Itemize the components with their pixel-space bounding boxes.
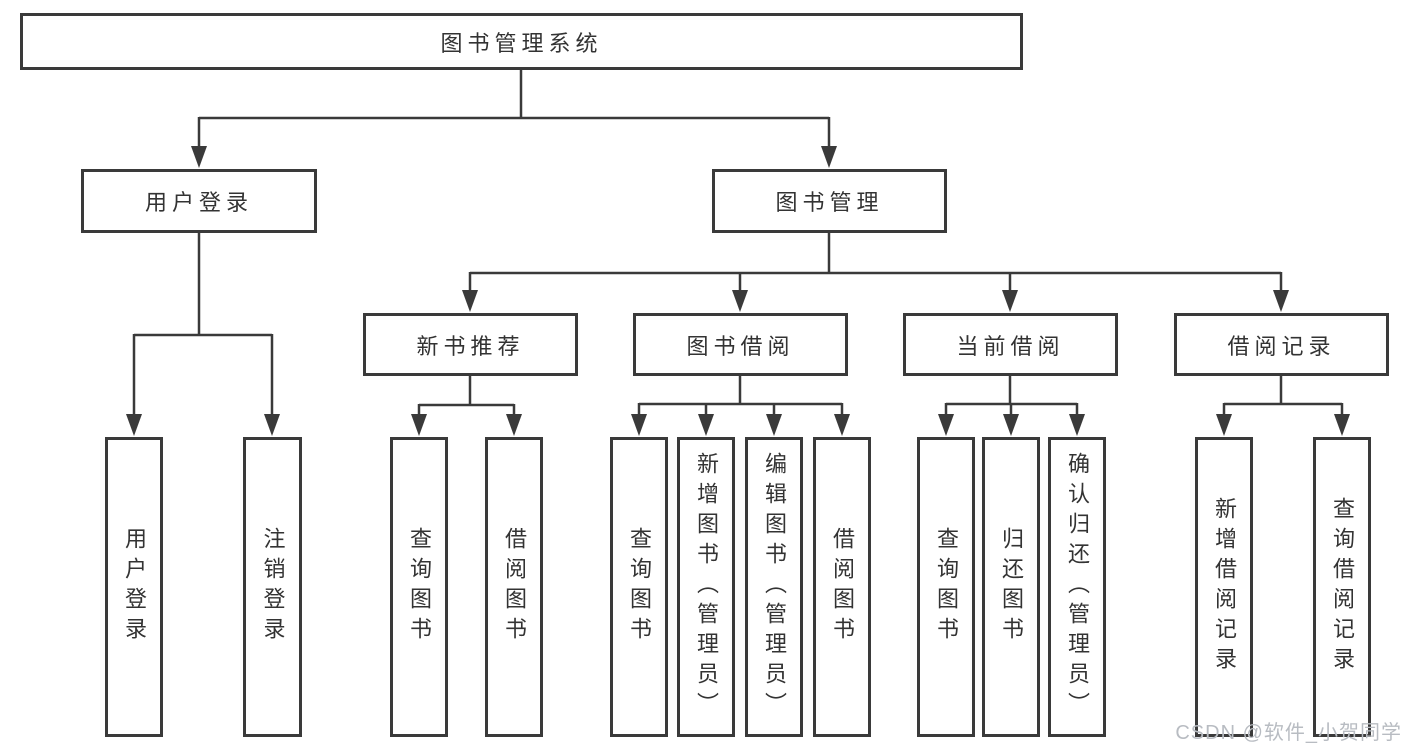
- connector-borrow-records-to-children: [1216, 376, 1350, 436]
- node-query-borrow-record-label: 查询借阅记录: [1330, 497, 1355, 677]
- node-add-borrow-record: 新增借阅记录: [1195, 437, 1253, 737]
- node-add-borrow-record-label: 新增借阅记录: [1212, 497, 1237, 677]
- node-book-borrow: 图书借阅: [633, 313, 848, 376]
- node-query-books-1: 查询图书: [390, 437, 448, 737]
- node-book-management-label: 图书管理: [775, 190, 884, 215]
- node-add-books-admin-label: 新增图书（管理员）: [694, 452, 719, 722]
- node-add-books-admin: 新增图书（管理员）: [677, 437, 735, 737]
- node-query-books-3: 查询图书: [917, 437, 975, 737]
- connector-book-borrow-to-children: [631, 376, 850, 436]
- node-borrow-records: 借阅记录: [1174, 313, 1389, 376]
- node-current-borrow: 当前借阅: [903, 313, 1118, 376]
- node-new-book-recommend-label: 新书推荐: [416, 333, 525, 359]
- node-root: 图书管理系统: [20, 13, 1023, 70]
- node-current-borrow-label: 当前借阅: [956, 333, 1065, 359]
- node-confirm-return-admin-label: 确认归还（管理员）: [1065, 452, 1090, 722]
- node-query-books-1-label: 查询图书: [407, 527, 432, 647]
- node-book-borrow-label: 图书借阅: [686, 333, 795, 359]
- node-borrow-books-2-label: 借阅图书: [830, 527, 855, 647]
- node-query-books-2-label: 查询图书: [627, 527, 652, 647]
- node-root-label: 图书管理系统: [440, 30, 603, 56]
- node-return-books-label: 归还图书: [999, 527, 1024, 647]
- node-user-login-label: 用户登录: [144, 190, 253, 215]
- node-borrow-books-2: 借阅图书: [813, 437, 871, 737]
- connector-current-borrow-to-children: [938, 376, 1085, 436]
- node-user-login-action-label: 用户登录: [122, 527, 147, 647]
- node-query-books-3-label: 查询图书: [934, 527, 959, 647]
- node-borrow-records-label: 借阅记录: [1227, 333, 1336, 359]
- watermark: CSDN @软件_小贺同学: [1175, 722, 1402, 744]
- node-logout-label: 注销登录: [260, 527, 286, 647]
- node-edit-books-admin: 编辑图书（管理员）: [745, 437, 803, 737]
- node-query-borrow-record: 查询借阅记录: [1313, 437, 1371, 737]
- node-user-login: 用户登录: [81, 169, 317, 233]
- connector-book-management-to-level3: [462, 233, 1289, 312]
- node-query-books-2: 查询图书: [610, 437, 668, 737]
- node-return-books: 归还图书: [982, 437, 1040, 737]
- node-borrow-books-1-label: 借阅图书: [502, 527, 527, 647]
- node-user-login-action: 用户登录: [105, 437, 163, 737]
- connector-new-book-recommend-to-children: [411, 376, 522, 436]
- connector-user-login-to-children: [126, 233, 280, 436]
- node-confirm-return-admin: 确认归还（管理员）: [1048, 437, 1106, 737]
- node-logout: 注销登录: [243, 437, 302, 737]
- node-borrow-books-1: 借阅图书: [485, 437, 543, 737]
- node-new-book-recommend: 新书推荐: [363, 313, 578, 376]
- connector-root-to-level2: [191, 70, 837, 168]
- node-book-management: 图书管理: [712, 169, 947, 233]
- node-edit-books-admin-label: 编辑图书（管理员）: [762, 452, 787, 722]
